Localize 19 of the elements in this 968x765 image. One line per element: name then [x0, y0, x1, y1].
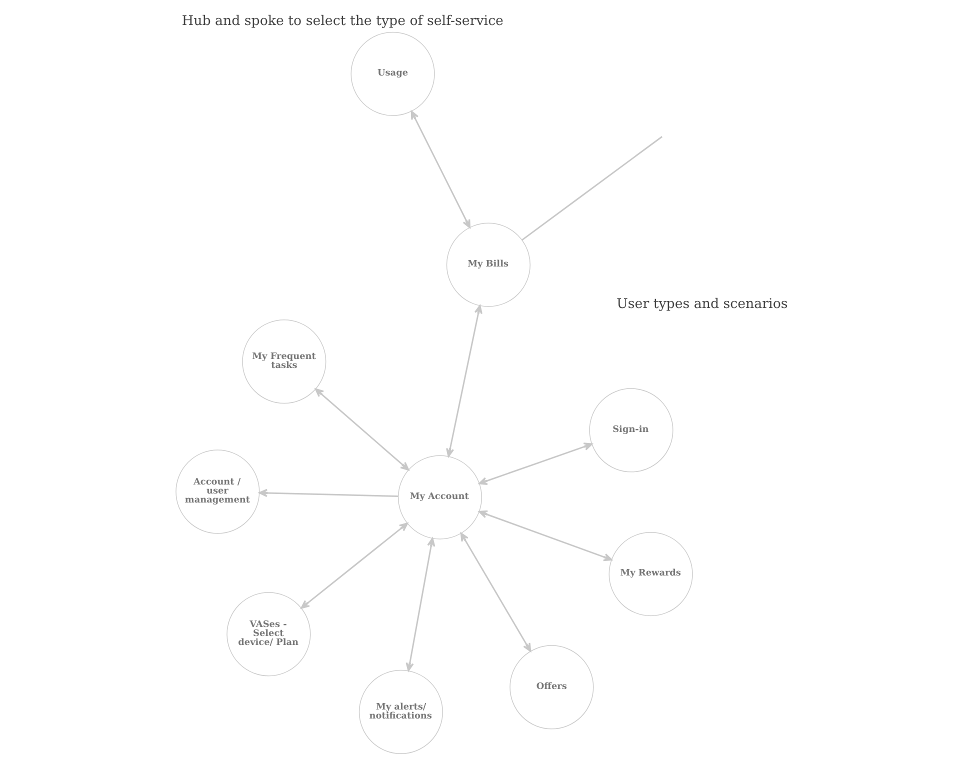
node-circle: Offers	[509, 645, 594, 730]
node-circle: Sign-in	[588, 388, 673, 472]
arrow	[410, 110, 470, 228]
arrow	[258, 488, 398, 498]
diagram-title: Hub and spoke to select the type of self-service	[181, 14, 503, 30]
node-circle: Usage	[350, 32, 434, 116]
label: User types and scenarios	[616, 297, 788, 312]
node-circle: My Rewards	[608, 532, 692, 616]
arrow	[314, 388, 409, 471]
node-circle: Account / user management	[175, 450, 260, 534]
arrow	[405, 538, 435, 672]
arrow	[446, 304, 482, 458]
arrow	[300, 522, 408, 609]
arrow	[460, 532, 531, 652]
node-circle: My alerts/ notifications	[358, 670, 442, 754]
connector	[521, 136, 662, 241]
arrow	[478, 510, 612, 562]
node-circle: My Bills	[446, 222, 530, 307]
arrow	[478, 442, 592, 485]
